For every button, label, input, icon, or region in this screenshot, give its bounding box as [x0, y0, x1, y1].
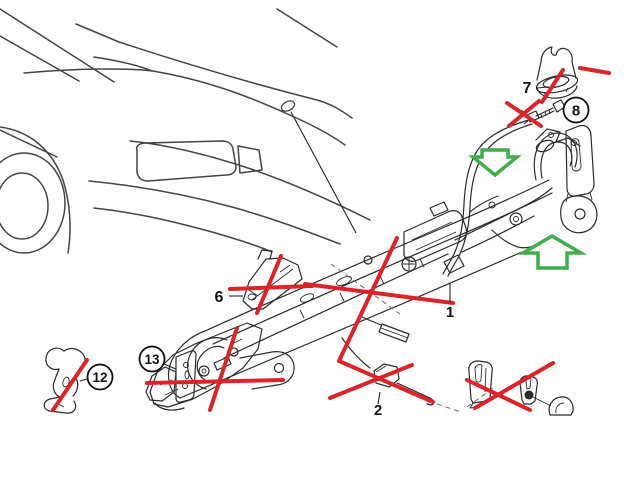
red-x-latch-b — [208, 326, 239, 412]
red-slash-item7 — [540, 68, 565, 104]
red-x-item2 — [328, 363, 414, 400]
callout-7[interactable]: 7 — [523, 80, 550, 97]
red-x-item8-b — [507, 99, 541, 128]
callout-7-label[interactable]: 7 — [523, 80, 532, 97]
red-line-cable — [303, 282, 455, 305]
callout-8[interactable]: 8 — [562, 96, 590, 124]
red-bent-stroke — [337, 236, 435, 404]
green-arrow-up[interactable] — [516, 233, 588, 270]
callout-12[interactable]: 12 — [79, 363, 114, 391]
callout-8-label[interactable]: 8 — [572, 103, 580, 120]
callout-1-label[interactable]: 1 — [446, 304, 454, 321]
callout-12-label[interactable]: 12 — [92, 370, 107, 385]
callout-1[interactable]: 1 — [446, 283, 454, 321]
callout-2-label[interactable]: 2 — [374, 402, 382, 419]
green-arrow-down[interactable] — [468, 148, 522, 178]
hook-lever-part — [43, 347, 86, 414]
lock-cylinder-part — [535, 46, 579, 99]
red-x-item6-b — [255, 254, 283, 315]
lock-assembly-drawing — [145, 124, 598, 411]
lock-leader-line — [290, 111, 357, 234]
red-slash-item12 — [51, 358, 89, 412]
striker-bracket-part — [242, 249, 303, 310]
callout-13[interactable]: 13 — [138, 345, 177, 373]
callout-13-label[interactable]: 13 — [144, 352, 160, 367]
red-dash-top-right — [578, 66, 611, 75]
rod-and-buffer-parts — [330, 263, 497, 413]
car-rear-outline — [0, 8, 371, 254]
bowden-cable — [442, 119, 533, 277]
trunk-lock-grommet — [280, 100, 296, 112]
red-cross-marks — [51, 66, 611, 412]
red-x-latch-a — [145, 378, 285, 385]
callout-6[interactable]: 6 — [215, 289, 243, 306]
callout-2[interactable]: 2 — [374, 391, 382, 419]
callout-6-label[interactable]: 6 — [215, 289, 224, 306]
red-x-item6-a — [228, 284, 314, 291]
red-x-clips-b — [473, 361, 555, 410]
